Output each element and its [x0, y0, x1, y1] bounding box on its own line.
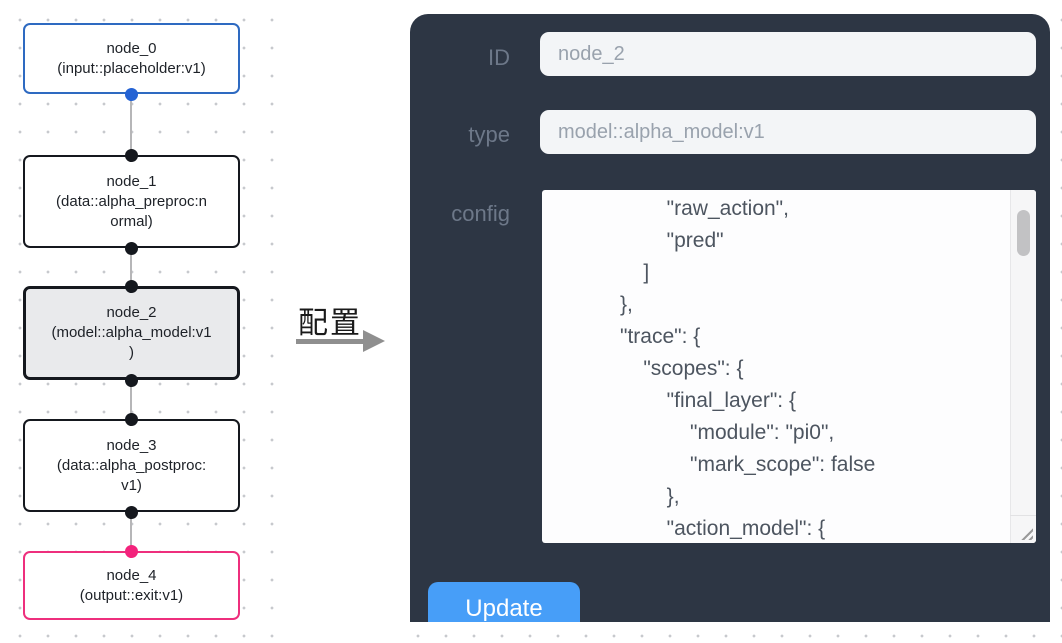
node-label-line: ormal)	[110, 212, 153, 230]
node-label-line: node_0	[106, 39, 157, 57]
flow-node-node_2[interactable]: node_2(model::alpha_model:v1)	[23, 286, 240, 380]
node-label-line: v1)	[121, 476, 142, 494]
node-label-line: (data::alpha_postproc:	[56, 456, 207, 474]
flow-node-node_0[interactable]: node_0(input::placeholder:v1)	[23, 23, 240, 94]
port-node2-top[interactable]	[125, 280, 138, 293]
node-label-line: node_2	[106, 304, 157, 321]
node-label-line: node_1	[106, 172, 157, 190]
port-node1-top[interactable]	[125, 149, 138, 162]
config-scrollbar-track[interactable]	[1010, 190, 1036, 543]
config-panel: ID type config "raw_action", "pred" ] },…	[410, 14, 1050, 622]
node-label-line: (output::exit:v1)	[79, 586, 184, 604]
node-label-line: node_3	[106, 436, 157, 454]
config-textarea[interactable]: "raw_action", "pred" ] }, "trace": { "sc…	[542, 190, 1036, 543]
type-field-label: type	[468, 122, 510, 147]
node-label-line: (model::alpha_model:v1	[51, 324, 212, 341]
flow-canvas: node_0(input::placeholder:v1)node_1(data…	[0, 0, 394, 643]
port-node2-bottom[interactable]	[125, 374, 138, 387]
configure-arrow-shaft	[296, 339, 365, 344]
flow-node-node_4[interactable]: node_4(output::exit:v1)	[23, 551, 240, 620]
port-node3-top[interactable]	[125, 413, 138, 426]
update-button[interactable]: Update	[428, 582, 580, 622]
port-node1-bottom[interactable]	[125, 242, 138, 255]
config-scrollbar-thumb[interactable]	[1017, 210, 1030, 256]
node-label-line: (data::alpha_preproc:n	[56, 192, 207, 210]
configure-arrow-head-icon	[363, 330, 385, 352]
edge-node0-node1	[130, 94, 132, 155]
node-label-line: (input::placeholder:v1)	[57, 59, 206, 77]
node-label-line: node_4	[106, 566, 157, 584]
config-field-label: config	[451, 201, 510, 226]
configure-label: 配置	[298, 307, 362, 340]
config-textarea-content[interactable]: "raw_action", "pred" ] }, "trace": { "sc…	[620, 197, 876, 540]
node-label-line: )	[129, 344, 134, 361]
port-node0-bottom[interactable]	[125, 88, 138, 101]
type-input[interactable]	[540, 110, 1036, 154]
port-node4-top[interactable]	[125, 545, 138, 558]
flow-node-node_3[interactable]: node_3(data::alpha_postproc:v1)	[23, 419, 240, 512]
id-input[interactable]	[540, 32, 1036, 76]
port-node3-bottom[interactable]	[125, 506, 138, 519]
id-field-label: ID	[488, 45, 510, 70]
